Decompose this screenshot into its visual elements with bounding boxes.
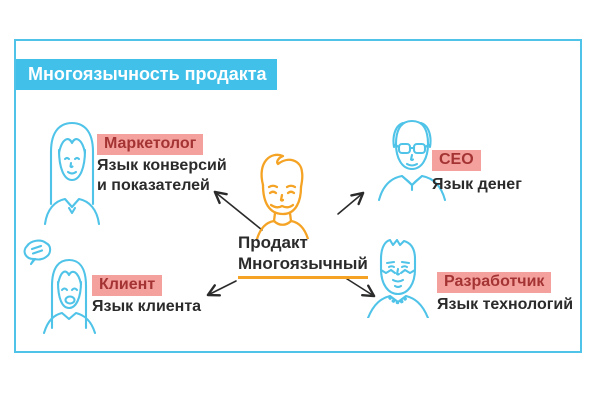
persona-ceo-desc: Язык денег	[432, 175, 522, 195]
product-name-label: Продакт	[238, 233, 308, 252]
persona-client-desc-line1: Язык клиента	[92, 298, 202, 315]
persona-marketer-desc-line1: Язык конверсий	[97, 157, 227, 174]
persona-ceo-tag: CEO	[432, 150, 481, 171]
man-beard-necklace-icon	[366, 238, 430, 318]
man-glasses-icon	[377, 119, 447, 202]
persona-client-desc: Язык клиента	[92, 297, 201, 317]
persona-client-tag: Клиент	[92, 275, 163, 296]
persona-developer-desc-line1: Язык технологий	[437, 296, 574, 313]
persona-marketer-desc: Язык конверсий и показателей	[97, 156, 227, 196]
persona-developer-desc: Язык технологий	[437, 295, 573, 315]
persona-ceo-desc-line1: Язык денег	[432, 176, 522, 193]
product-subtitle-label: Многоязычный	[238, 254, 368, 279]
product-man-orange-icon	[255, 153, 310, 239]
persona-marketer-tag: Маркетолог	[97, 134, 204, 155]
slide-frame	[14, 39, 582, 353]
slide-title: Многоязычность продакта	[28, 64, 267, 84]
slide-title-bar: Многоязычность продакта	[16, 59, 277, 90]
woman-long-hair-icon	[43, 121, 101, 226]
persona-marketer-desc-line2: и показателей	[97, 177, 210, 194]
persona-developer-tag: Разработчик	[437, 272, 552, 293]
woman-speech-bubble-icon	[23, 239, 97, 334]
